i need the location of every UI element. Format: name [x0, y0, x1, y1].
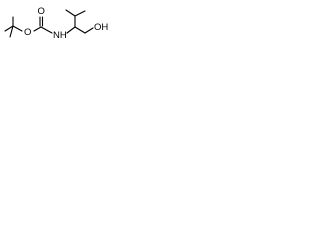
carbonyl-oxygen-label: O [38, 6, 45, 17]
bond-n-alpha-c [66, 26, 76, 34]
bond-carbonyl-c-n [40, 26, 53, 34]
backbone [65, 9, 94, 34]
carbamate-group [33, 16, 53, 34]
bond-ch2-oh [84, 27, 94, 34]
ester-oxygen-label: O [24, 27, 31, 38]
bond-isopropyl-methyl-left [65, 9, 76, 17]
bond-methyl-left [4, 25, 14, 32]
bond-isopropyl-methyl-right [74, 10, 86, 17]
bond-ester-o-carbonyl-c [33, 26, 42, 32]
hydroxyl-label: OH [94, 22, 108, 33]
amine-label: NH [53, 30, 67, 41]
bond-quaternary-ester-o [12, 25, 23, 32]
bond-alpha-c-ch2 [74, 26, 86, 34]
molecule-structure: O O NH OH [4, 6, 108, 41]
tert-butyl-group [4, 16, 23, 38]
bond-methyl-down [9, 25, 14, 38]
